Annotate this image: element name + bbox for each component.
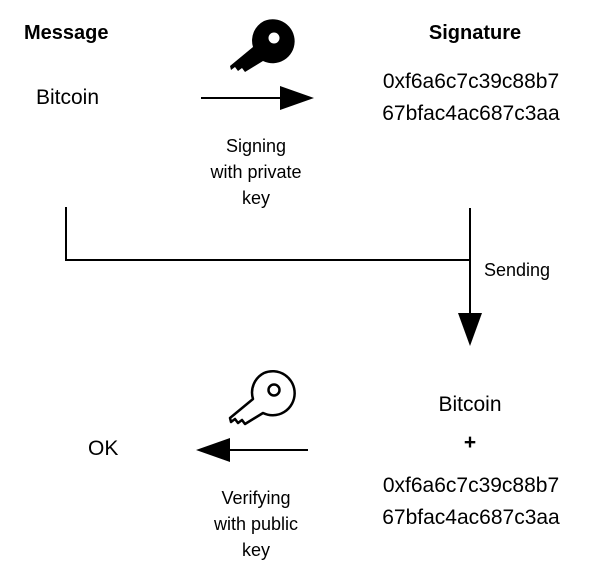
verifying-label-line-3: key: [241, 540, 270, 560]
result-text: OK: [88, 437, 119, 460]
message-heading: Message: [24, 22, 109, 44]
signing-label-line-1: Signing: [225, 136, 287, 156]
received-message: Bitcoin: [438, 393, 502, 416]
signature-line-2: 67bfac4ac687c3aa: [382, 102, 560, 125]
plus-sign: +: [463, 431, 477, 454]
signature-heading: Signature: [428, 22, 522, 44]
verifying-arrow: [196, 438, 308, 462]
private-key-icon: [230, 19, 295, 72]
sending-path: [65, 207, 482, 346]
sending-label: Sending: [484, 260, 551, 280]
signing-label-line-2: with private: [210, 162, 302, 182]
public-key-icon: [228, 370, 296, 426]
message-text: Bitcoin: [36, 86, 100, 109]
signature-line-1: 0xf6a6c7c39c88b7: [382, 70, 560, 93]
received-signature-line-1: 0xf6a6c7c39c88b7: [382, 474, 560, 497]
signing-label-line-3: key: [241, 188, 270, 208]
received-signature-line-2: 67bfac4ac687c3aa: [382, 506, 560, 529]
signing-arrow: [201, 86, 314, 110]
verifying-label-line-2: with public: [213, 514, 299, 534]
verifying-label-line-1: Verifying: [221, 488, 291, 508]
